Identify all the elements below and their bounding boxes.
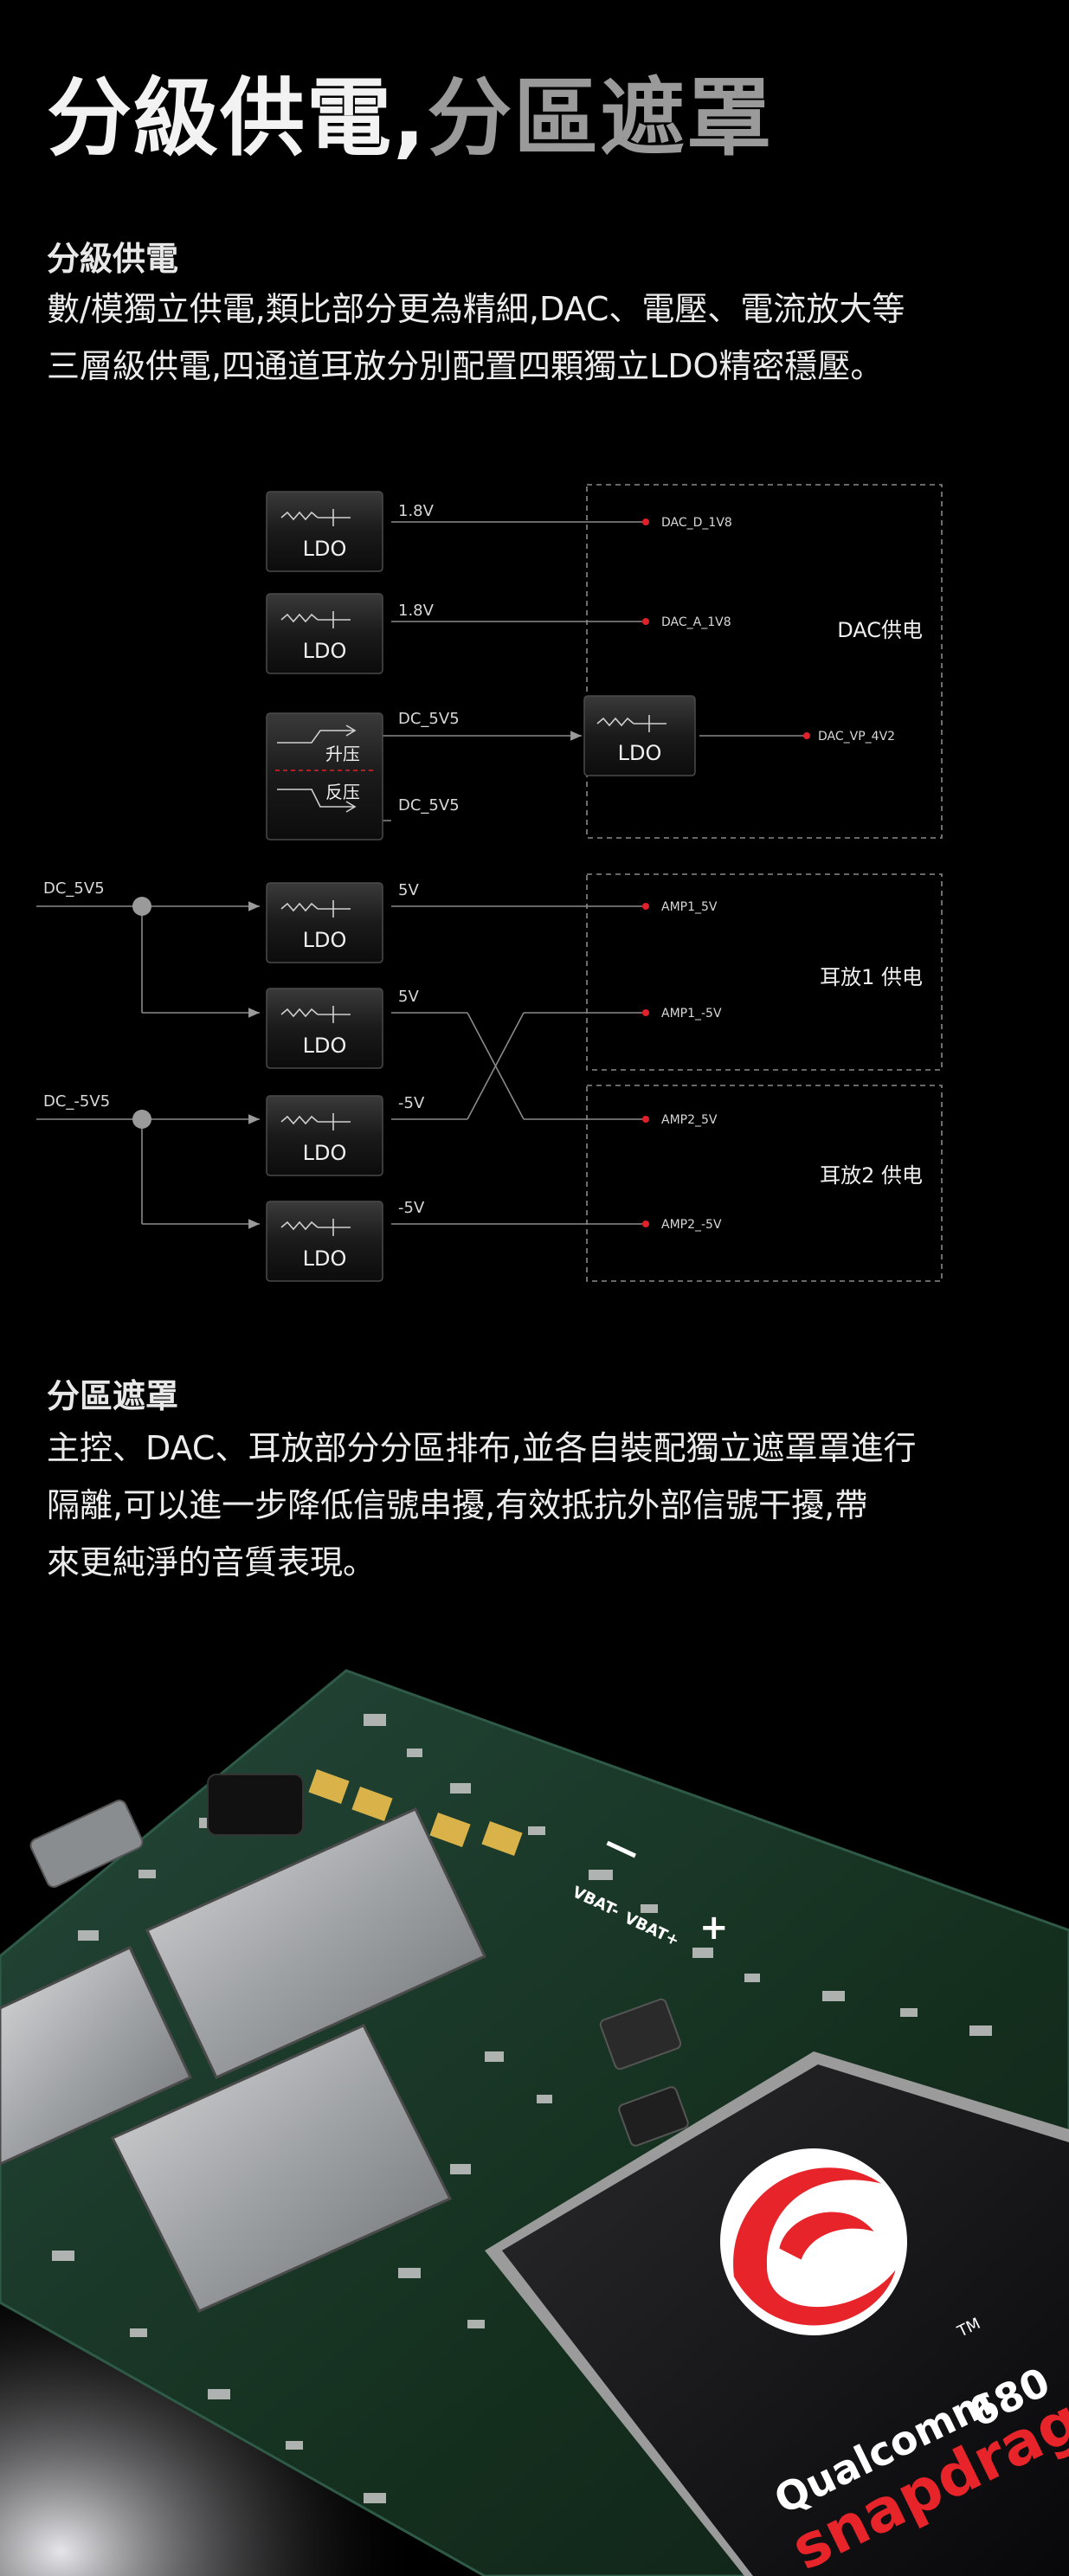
power-section-body: 數/模獨立供電,類比部分更為精細,DAC、電壓、電流放大等 三層級供電,四通道耳… <box>47 280 1025 395</box>
ldo-chip-dac-vp: LDO <box>583 695 696 776</box>
shield-section-body: 主控、DAC、耳放部分分區排布,並各自裝配獨立遮罩罩進行 隔離,可以進一步降低信… <box>47 1420 1025 1591</box>
output-label-amp2-pos: AMP2_5V <box>661 1113 718 1127</box>
pcb-photo: VBAT- VBAT+ — + TM Qualcomm 680 snapdrag… <box>0 1645 1069 2576</box>
ldo-chip-amp2-neg: LDO <box>266 1201 383 1282</box>
ldo-chip-amp1-pos: LDO <box>266 882 383 963</box>
terminal-dac-d <box>642 518 649 525</box>
rail-label-amp1-neg: 5V <box>398 988 419 1006</box>
snapdragon-chip: TM Qualcomm 680 snapdragon <box>485 2051 1069 2576</box>
output-label-amp1-neg: AMP1_-5V <box>661 1007 722 1021</box>
group-box-amp1 <box>586 873 943 1071</box>
terminal-dac-a <box>642 618 649 625</box>
snapdragon-logo-icon <box>733 2167 896 2326</box>
group-box-dac <box>586 484 943 839</box>
output-label-amp1-pos: AMP1_5V <box>661 900 718 914</box>
ldo-chip-dac-a: LDO <box>266 593 383 674</box>
ldo-label: LDO <box>303 1246 347 1271</box>
boost-label: 升压 <box>325 744 360 764</box>
title-part-shield: 分區遮罩 <box>427 69 774 168</box>
terminal-amp1-pos <box>642 903 649 910</box>
rail-label-amp2-pos: -5V <box>398 1094 425 1112</box>
power-line-2: 三層級供電,四通道耳放分別配置四顆獨立LDO精密穩壓。 <box>47 347 884 385</box>
rail-label-amp1-pos: 5V <box>398 881 419 899</box>
input-label-pos: DC_5V5 <box>43 879 105 898</box>
group-label-dac: DAC供电 <box>837 618 923 642</box>
ldo-chip-amp1-neg: LDO <box>266 988 383 1069</box>
marking-plus: + <box>699 1908 729 1948</box>
boost-invert-chip: 升压 反压 <box>266 712 383 840</box>
rail-label-boost: DC_5V5 <box>398 710 460 728</box>
output-label-amp2-neg: AMP2_-5V <box>661 1218 722 1232</box>
terminal-amp1-neg <box>642 1009 649 1016</box>
shield-line-2: 隔離,可以進一步降低信號串擾,有效抵抗外部信號干擾,帶 <box>47 1486 868 1524</box>
ldo-label: LDO <box>303 639 347 663</box>
invert-label: 反压 <box>325 782 360 802</box>
ldo-chip-dac-d: LDO <box>266 491 383 572</box>
ldo-label: LDO <box>303 928 347 952</box>
group-label-amp2: 耳放2 供电 <box>820 1163 923 1188</box>
ldo-label: LDO <box>303 1034 347 1058</box>
terminal-dac-vp <box>803 732 810 739</box>
ldo-label: LDO <box>303 1141 347 1165</box>
rail-label-dac-a: 1.8V <box>398 602 435 620</box>
group-box-amp2 <box>586 1085 943 1282</box>
page-title: 分級供電,分區遮罩 <box>47 72 773 166</box>
power-line-1: 數/模獨立供電,類比部分更為精細,DAC、電壓、電流放大等 <box>47 290 905 328</box>
input-node-pos <box>132 897 151 916</box>
terminal-amp2-neg <box>642 1220 649 1227</box>
shield-can-middle <box>110 2024 453 2313</box>
input-node-neg <box>132 1110 151 1129</box>
power-diagram: LDO LDO 升压 反压 LDO LDO LDO LDO LDO <box>0 467 1069 1298</box>
power-section-heading: 分級供電 <box>47 240 179 278</box>
terminal-amp2-pos <box>642 1116 649 1123</box>
output-label-dac-d: DAC_D_1V8 <box>661 516 732 530</box>
shield-line-3: 來更純淨的音質表現。 <box>47 1543 377 1581</box>
input-label-neg: DC_-5V5 <box>43 1092 110 1111</box>
output-label-dac-vp: DAC_VP_4V2 <box>818 730 895 744</box>
shield-section-heading: 分區遮罩 <box>47 1377 179 1415</box>
rail-label-dac-d: 1.8V <box>398 502 435 520</box>
title-part-power: 分級供電, <box>47 69 428 168</box>
shield-line-1: 主控、DAC、耳放部分分區排布,並各自裝配獨立遮罩罩進行 <box>47 1429 917 1467</box>
group-label-amp1: 耳放1 供电 <box>820 965 923 989</box>
ldo-label: LDO <box>618 741 662 765</box>
rail-label-amp2-neg: -5V <box>398 1199 425 1217</box>
output-label-dac-a: DAC_A_1V8 <box>661 615 731 629</box>
shield-can-large <box>145 1807 487 2079</box>
rail-label-invert: DC_5V5 <box>398 796 460 815</box>
ldo-label: LDO <box>303 537 347 561</box>
ldo-chip-amp2-pos: LDO <box>266 1095 383 1176</box>
shield-can-left <box>0 1946 192 2166</box>
